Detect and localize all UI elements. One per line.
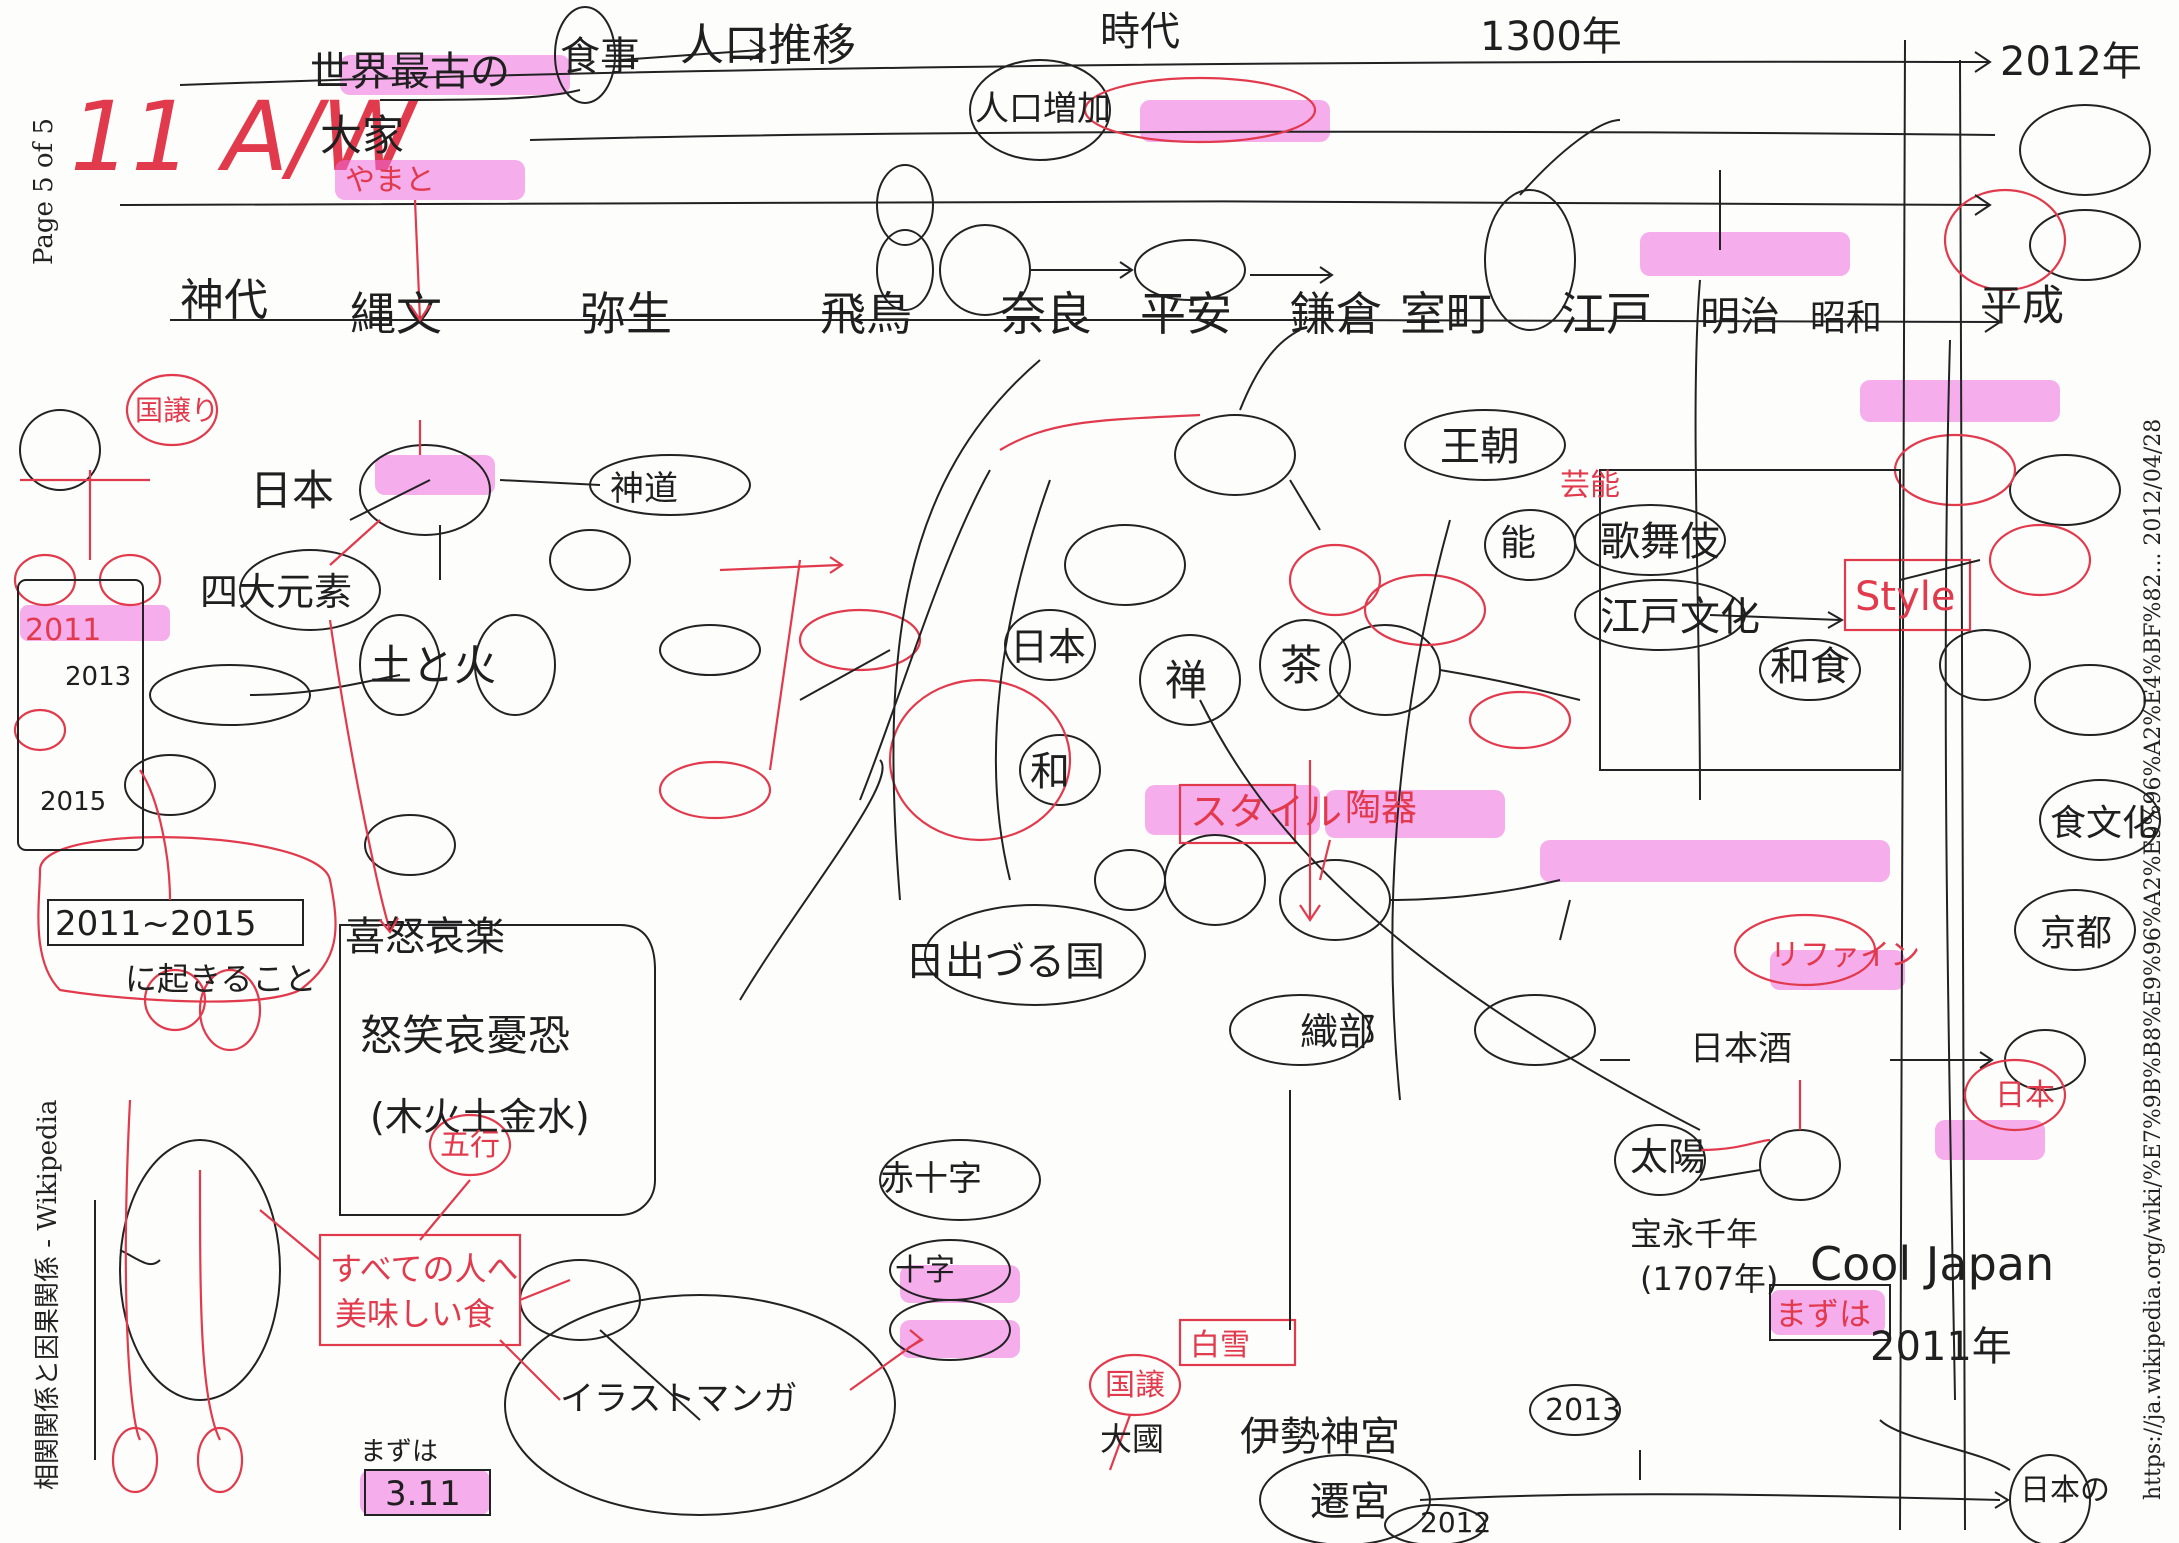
- sketch-text-red: やまと 国譲り 2011 2013 2015 2011~2015 に起きること …: [25, 163, 2055, 1514]
- node-five-emotions: 怒笑哀憂恐: [360, 1011, 570, 1060]
- label-2011-box: 2011: [25, 613, 101, 648]
- black-node-outlines: [19, 6, 2161, 1543]
- top-label-meal: 食事: [560, 34, 640, 80]
- node-kyoto: 京都: [2040, 913, 2112, 954]
- label-2011-2015: 2011~2015: [55, 904, 257, 944]
- node-emotions: 喜怒哀楽: [345, 914, 505, 960]
- label-refine: リファイン: [1770, 938, 1920, 973]
- node-shinto: 神道: [610, 469, 678, 509]
- top-label-family: 大家: [320, 111, 404, 160]
- label-2013-box: 2013: [65, 662, 131, 692]
- node-cross: 十字: [895, 1253, 955, 1288]
- node-five-elements: (木火土金水): [370, 1095, 590, 1139]
- node-2012: 2012: [1420, 1506, 1491, 1539]
- node-sengu: 遷宮: [1310, 1479, 1390, 1525]
- node-edo-culture: 江戸文化: [1600, 594, 1760, 640]
- node-oribe: 織部: [1300, 1010, 1376, 1054]
- label-mazuwa-right: まずは: [1775, 1295, 1871, 1333]
- era-heisei: 平成: [1980, 281, 2064, 330]
- label-style-jp: スタイル: [1190, 790, 1342, 834]
- label-yamato: やまと: [345, 163, 435, 198]
- label-shirayuki: 白雪: [1190, 1328, 1250, 1363]
- red-node-outlines: [13, 76, 2092, 1494]
- node-japan-right: 日本の: [2020, 1473, 2110, 1508]
- left-kamiyo: 神代: [180, 275, 268, 326]
- node-dynasty: 王朝: [1440, 424, 1520, 470]
- node-earth-fire: 土と火: [370, 641, 496, 690]
- url-and-date-label: https://ja.wikipedia.org/wiki/%E7%9B%B8%…: [2141, 419, 2166, 1500]
- label-kuniyuzuri-left: 国譲り: [135, 394, 219, 427]
- label-what-happens: に起きること: [125, 960, 316, 998]
- node-illustration-manga: イラストマンガ: [560, 1379, 797, 1419]
- label-mazuwa: まずは: [360, 1437, 438, 1467]
- source-title-label: 相関関係と因果関係 - Wikipedia: [33, 1100, 63, 1490]
- node-washoku: 和食: [1770, 644, 1850, 690]
- era-asuka: 飛鳥: [820, 287, 912, 341]
- node-zen: 禅: [1165, 656, 1207, 705]
- label-for-everyone: すべての人へ: [330, 1250, 518, 1288]
- node-japan: 日本: [1010, 625, 1086, 669]
- black-connectors: [94, 49, 2011, 1501]
- label-gogyo: 五行: [440, 1128, 500, 1163]
- node-tea: 茶: [1280, 641, 1322, 690]
- era-edo: 江戸: [1560, 287, 1652, 341]
- node-2011-year: 2011年: [1870, 1324, 2012, 1370]
- era-kamakura: 鎌倉: [1290, 287, 1382, 341]
- arrowheads: [379, 39, 2010, 1509]
- label-3-11: 3.11: [385, 1474, 461, 1514]
- label-2015-box: 2015: [40, 787, 106, 817]
- node-four-elements: 四大元素: [200, 570, 352, 614]
- era-meiji: 明治: [1700, 294, 1780, 340]
- era-yayoi: 弥生: [580, 287, 672, 341]
- top-label-population-growth: 人口増加: [975, 89, 1111, 129]
- label-japan-red: 日本: [1995, 1078, 2055, 1113]
- era-muromachi: 室町: [1400, 287, 1492, 341]
- label-kuniyuzuri: 国譲: [1105, 1368, 1165, 1403]
- label-delicious-food: 美味しい食: [335, 1295, 495, 1333]
- node-2013: 2013: [1545, 1393, 1621, 1428]
- top-label-2012: 2012年: [2000, 39, 2142, 85]
- highlighter-marks: [20, 55, 2060, 1515]
- node-cool-japan: Cool Japan: [1810, 1237, 2054, 1291]
- label-geino: 芸能: [1560, 468, 1620, 503]
- red-connectors: [20, 199, 1802, 1471]
- node-red-cross: 赤十字: [880, 1159, 982, 1199]
- era-nara: 奈良: [1000, 287, 1092, 341]
- era-showa: 昭和: [1810, 298, 1882, 339]
- node-nihonshu: 日本酒: [1690, 1029, 1792, 1069]
- top-label-1300-years: 1300年: [1480, 14, 1622, 60]
- node-ise-jingu: 伊勢神宮: [1240, 1414, 1400, 1460]
- top-label-era: 時代: [1100, 9, 1180, 55]
- sketch-text-black: 世界最古の 大家 食事 人口推移 人口増加 時代 1300年 2012年 縄文 …: [180, 9, 2158, 1539]
- label-style-en: Style: [1855, 574, 1955, 620]
- page-number-label: Page 5 of 5: [29, 118, 59, 265]
- node-wa: 和: [1030, 749, 1070, 795]
- node-land-of-rising-sun: 日出づる国: [905, 939, 1105, 985]
- boxes: [17, 469, 1972, 1516]
- top-label-population-trend: 人口推移: [680, 20, 856, 71]
- era-jomon: 縄文: [350, 287, 442, 341]
- top-label-oldest: 世界最古の: [310, 49, 510, 95]
- node-kabuki: 歌舞伎: [1600, 519, 1720, 565]
- node-food-culture: 食文化: [2050, 803, 2158, 844]
- left-nihon: 日本: [250, 466, 334, 515]
- node-sun: 太陽: [1630, 1135, 1706, 1179]
- node-taikoku: 大國: [1100, 1420, 1164, 1458]
- label-pottery: 陶器: [1345, 788, 1417, 829]
- node-hoei: 宝永千年: [1630, 1215, 1758, 1253]
- node-1707: (1707年): [1640, 1260, 1778, 1298]
- node-noh: 能: [1500, 523, 1536, 564]
- era-heian: 平安: [1140, 287, 1232, 341]
